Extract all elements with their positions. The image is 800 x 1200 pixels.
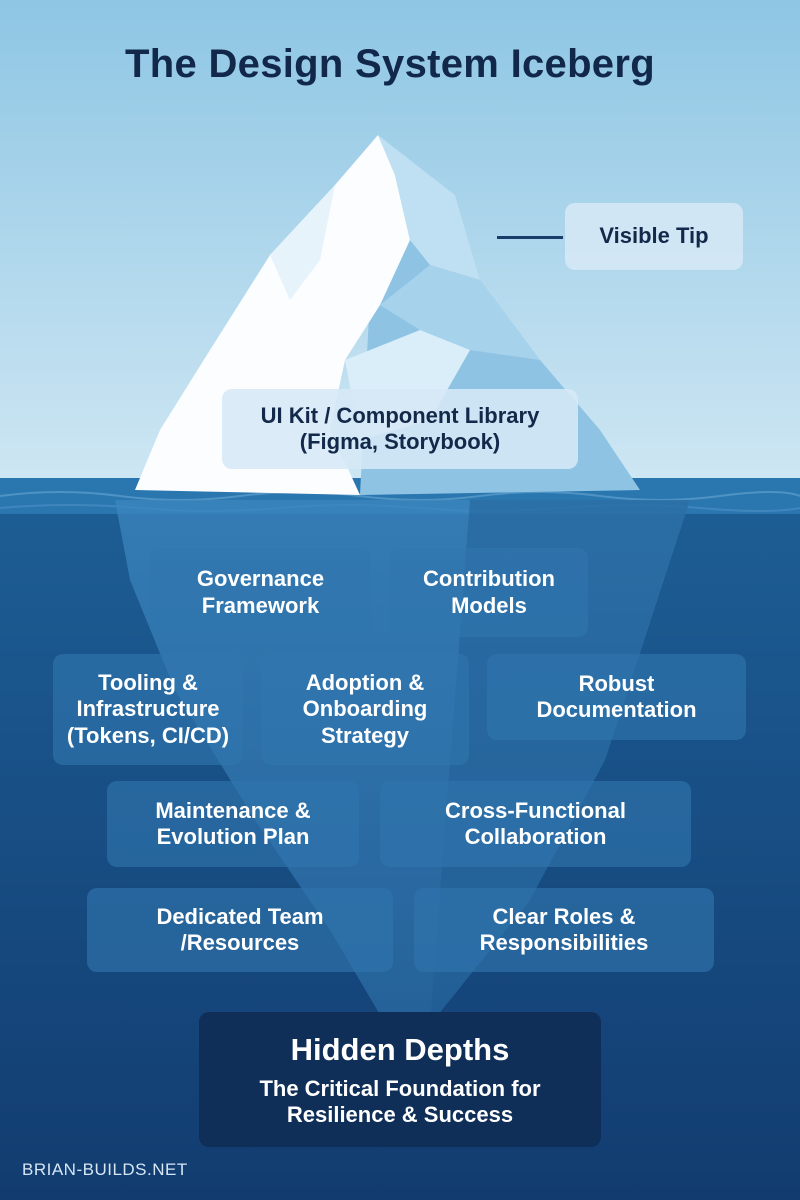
roles-box: Clear Roles & Responsibilities: [414, 888, 714, 972]
iceberg-tip-facet: [378, 135, 480, 280]
documentation-text: Robust Documentation: [536, 670, 697, 722]
maintenance-text: Maintenance & Evolution Plan: [155, 797, 311, 849]
contribution-text: Contribution Models: [423, 566, 555, 618]
collaboration-text: Cross-Functional Collaboration: [445, 797, 626, 849]
hidden-depths-heading: Hidden Depths: [290, 1031, 510, 1067]
visible-tip-text: Visible Tip: [599, 223, 709, 249]
maintenance-box: Maintenance & Evolution Plan: [107, 781, 359, 867]
adoption-box: Adoption & Onboarding Strategy: [261, 654, 469, 765]
hidden-depths-panel: Hidden Depths The Critical Foundation fo…: [199, 1012, 601, 1147]
collaboration-box: Cross-Functional Collaboration: [380, 781, 691, 867]
hidden-depths-subheading: The Critical Foundation for Resilience &…: [259, 1075, 541, 1128]
tooling-box: Tooling & Infrastructure (Tokens, CI/CD): [53, 654, 243, 765]
iceberg-tip-facet: [270, 185, 335, 300]
contribution-box: Contribution Models: [390, 548, 588, 637]
page-title: The Design System Iceberg: [125, 42, 655, 86]
documentation-box: Robust Documentation: [487, 654, 746, 740]
iceberg-tip-facet: [380, 265, 540, 360]
water-surface-ripple: [0, 491, 800, 501]
governance-box: Governance Framework: [150, 548, 371, 637]
team-text: Dedicated Team /Resources: [156, 903, 324, 955]
tooling-text: Tooling & Infrastructure (Tokens, CI/CD): [66, 669, 230, 748]
visible-tip-label: Visible Tip: [565, 203, 743, 270]
footer-site-name: BRIAN-BUILDS.NET: [22, 1160, 188, 1179]
ui-kit-text: UI Kit / Component Library (Figma, Story…: [260, 402, 540, 454]
roles-text: Clear Roles & Responsibilities: [479, 903, 649, 955]
iceberg-tip: [135, 135, 410, 495]
visible-tip-connector-line: [497, 236, 563, 239]
adoption-text: Adoption & Onboarding Strategy: [302, 669, 428, 748]
governance-text: Governance Framework: [196, 566, 325, 618]
ui-kit-label: UI Kit / Component Library (Figma, Story…: [222, 389, 578, 469]
team-box: Dedicated Team /Resources: [87, 888, 393, 972]
